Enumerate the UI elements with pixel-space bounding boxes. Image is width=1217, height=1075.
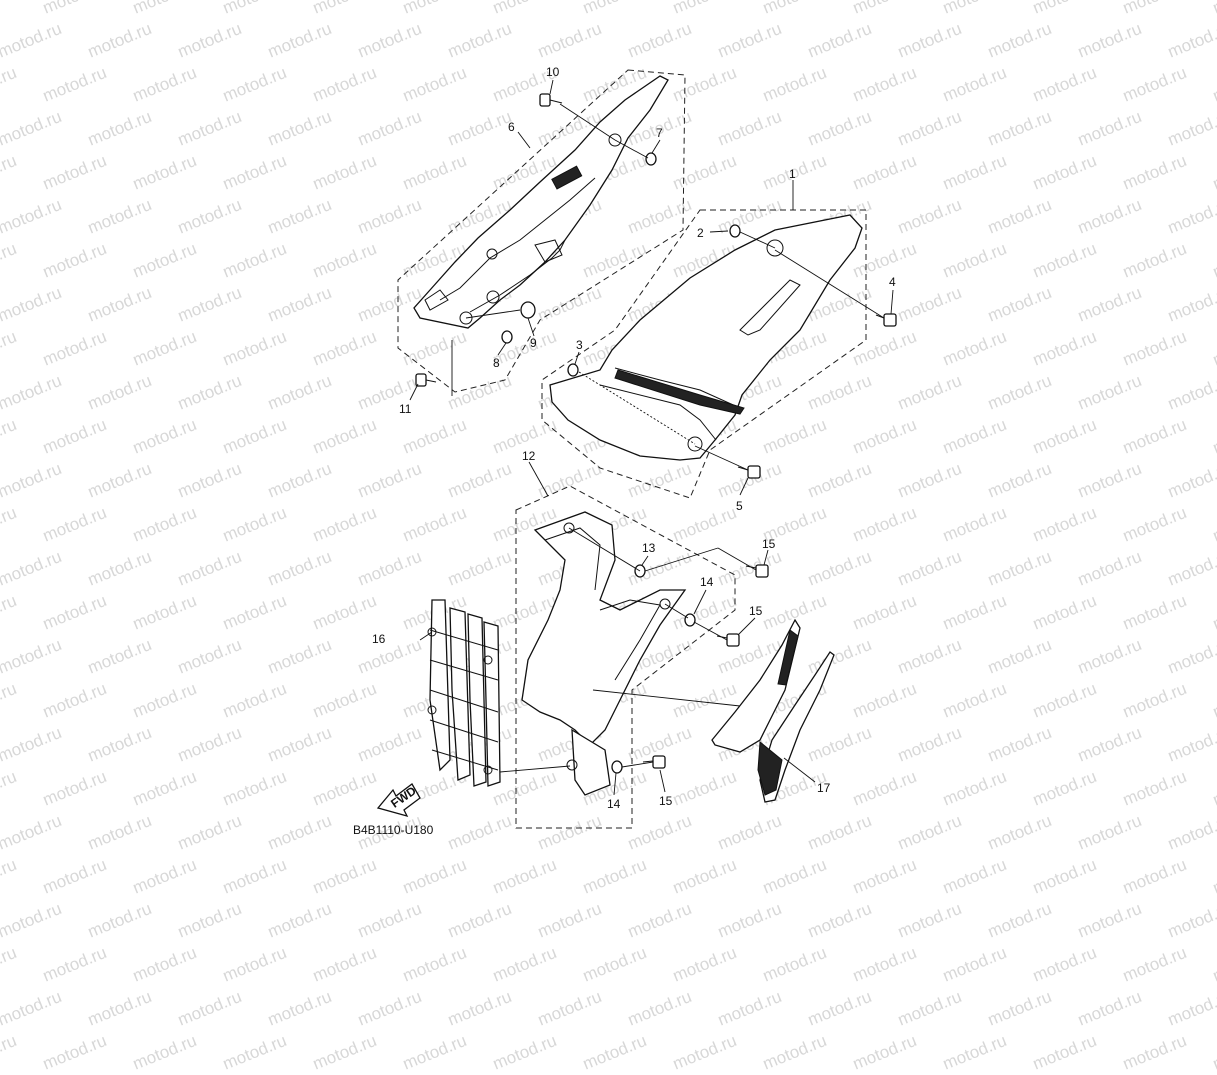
parts-diagram: FWD 10 6 7 1 2 4 3 9 8 11 5 12 13 15 14 … bbox=[353, 65, 897, 837]
bolt-5 bbox=[747, 465, 761, 479]
watermark-text: motod.ru bbox=[985, 986, 1055, 1030]
bolt-15-middle bbox=[726, 633, 740, 647]
watermark-text: motod.ru bbox=[1075, 986, 1145, 1030]
watermark-text: motod.ru bbox=[85, 986, 155, 1030]
bolt-15-lower bbox=[652, 755, 666, 769]
watermark-text: motod.ru bbox=[715, 986, 785, 1030]
grommet-3 bbox=[567, 363, 579, 377]
watermark-text: motod.ru bbox=[400, 942, 470, 986]
watermark-text: motod.ru bbox=[580, 1030, 650, 1074]
collar-8 bbox=[501, 330, 513, 344]
watermark-text: motod.ru bbox=[1120, 942, 1190, 986]
watermark-text: motod.ru bbox=[1120, 1030, 1190, 1074]
bolt-15-upper bbox=[755, 564, 769, 578]
leader-lines bbox=[409, 79, 894, 796]
watermark-text: motod.ru bbox=[940, 942, 1010, 986]
watermark-text: motod.ru bbox=[220, 1030, 290, 1074]
watermark-text: motod.ru bbox=[400, 1030, 470, 1074]
watermark-text: motod.ru bbox=[940, 1030, 1010, 1074]
diagram-code: B4B1110-U180 bbox=[353, 823, 434, 837]
watermark-text: motod.ru bbox=[580, 942, 650, 986]
callout-2: 2 bbox=[697, 226, 704, 240]
group-outline-12 bbox=[515, 485, 736, 829]
callout-14-middle: 14 bbox=[700, 575, 714, 589]
collar-9 bbox=[520, 301, 536, 319]
callout-12: 12 bbox=[522, 449, 536, 463]
watermark-text: motod.ru bbox=[40, 1030, 110, 1074]
bolt-10 bbox=[539, 93, 551, 107]
watermark-text: motod.ru bbox=[625, 986, 695, 1030]
watermark-text: motod.ru bbox=[760, 942, 830, 986]
grommet-2 bbox=[729, 224, 741, 238]
fwd-arrow: FWD bbox=[376, 783, 421, 818]
watermark-text: motod.ru bbox=[490, 1030, 560, 1074]
callout-14-lower: 14 bbox=[607, 797, 621, 811]
part-12-radiator-cover bbox=[521, 511, 687, 796]
callout-9: 9 bbox=[530, 336, 537, 350]
callout-15-middle: 15 bbox=[749, 604, 763, 618]
watermark-text: motod.ru bbox=[670, 1030, 740, 1074]
callout-8: 8 bbox=[493, 356, 500, 370]
callout-7: 7 bbox=[656, 126, 663, 140]
watermark-text: motod.ru bbox=[805, 986, 875, 1030]
watermark-text: motod.ru bbox=[0, 1030, 20, 1074]
callout-6: 6 bbox=[508, 120, 515, 134]
callout-5: 5 bbox=[736, 499, 743, 513]
callout-15-lower: 15 bbox=[659, 794, 673, 808]
watermark-text: motod.ru bbox=[1210, 1030, 1217, 1074]
group-outline-6 bbox=[397, 69, 686, 393]
part-1-side-cover bbox=[549, 214, 863, 461]
watermark-text: motod.ru bbox=[1030, 1030, 1100, 1074]
watermark-text: motod.ru bbox=[535, 986, 605, 1030]
callout-4: 4 bbox=[889, 275, 896, 289]
watermark-text: motod.ru bbox=[445, 986, 515, 1030]
callout-16: 16 bbox=[372, 632, 386, 646]
watermark-text: motod.ru bbox=[130, 1030, 200, 1074]
watermark-text: motod.ru bbox=[670, 942, 740, 986]
watermark-text: motod.ru bbox=[760, 1030, 830, 1074]
part-16-radiator-louver bbox=[427, 599, 501, 787]
part-6-side-cover-upper bbox=[413, 75, 669, 329]
collar-7 bbox=[645, 152, 657, 166]
watermark-text: motod.ru bbox=[0, 986, 65, 1030]
watermark-text: motod.ru bbox=[895, 986, 965, 1030]
watermark-text: motod.ru bbox=[310, 942, 380, 986]
callout-labels: 10 6 7 1 2 4 3 9 8 11 5 12 13 15 14 15 1… bbox=[372, 65, 896, 811]
bolt-4 bbox=[883, 313, 897, 327]
watermark-text: motod.ru bbox=[175, 986, 245, 1030]
watermark-text: motod.ru bbox=[850, 1030, 920, 1074]
callout-1: 1 bbox=[789, 167, 796, 181]
watermark-text: motod.ru bbox=[490, 942, 560, 986]
callout-13: 13 bbox=[642, 541, 656, 555]
watermark-text: motod.ru bbox=[310, 1030, 380, 1074]
callout-11: 11 bbox=[399, 402, 412, 416]
part-17-graphic-emblem bbox=[711, 618, 835, 803]
callout-15-upper: 15 bbox=[762, 537, 776, 551]
hardware bbox=[415, 93, 897, 774]
watermark-text: motod.ru bbox=[1165, 986, 1217, 1030]
watermark-text: motod.ru bbox=[850, 942, 920, 986]
watermark-text: motod.ru bbox=[220, 942, 290, 986]
collar-14-lower bbox=[611, 760, 623, 774]
callout-17: 17 bbox=[817, 781, 831, 795]
watermark-text: motod.ru bbox=[40, 942, 110, 986]
watermark-text: motod.ru bbox=[355, 986, 425, 1030]
watermark-text: motod.ru bbox=[0, 942, 20, 986]
watermark-text: motod.ru bbox=[1030, 942, 1100, 986]
group-outline-1 bbox=[541, 209, 867, 499]
watermark-text: motod.ru bbox=[130, 942, 200, 986]
collar-14-middle bbox=[684, 613, 696, 627]
watermark-text: motod.ru bbox=[265, 986, 335, 1030]
callout-3: 3 bbox=[576, 338, 583, 352]
callout-10: 10 bbox=[546, 65, 560, 79]
watermark-text: motod.ru bbox=[1210, 942, 1217, 986]
